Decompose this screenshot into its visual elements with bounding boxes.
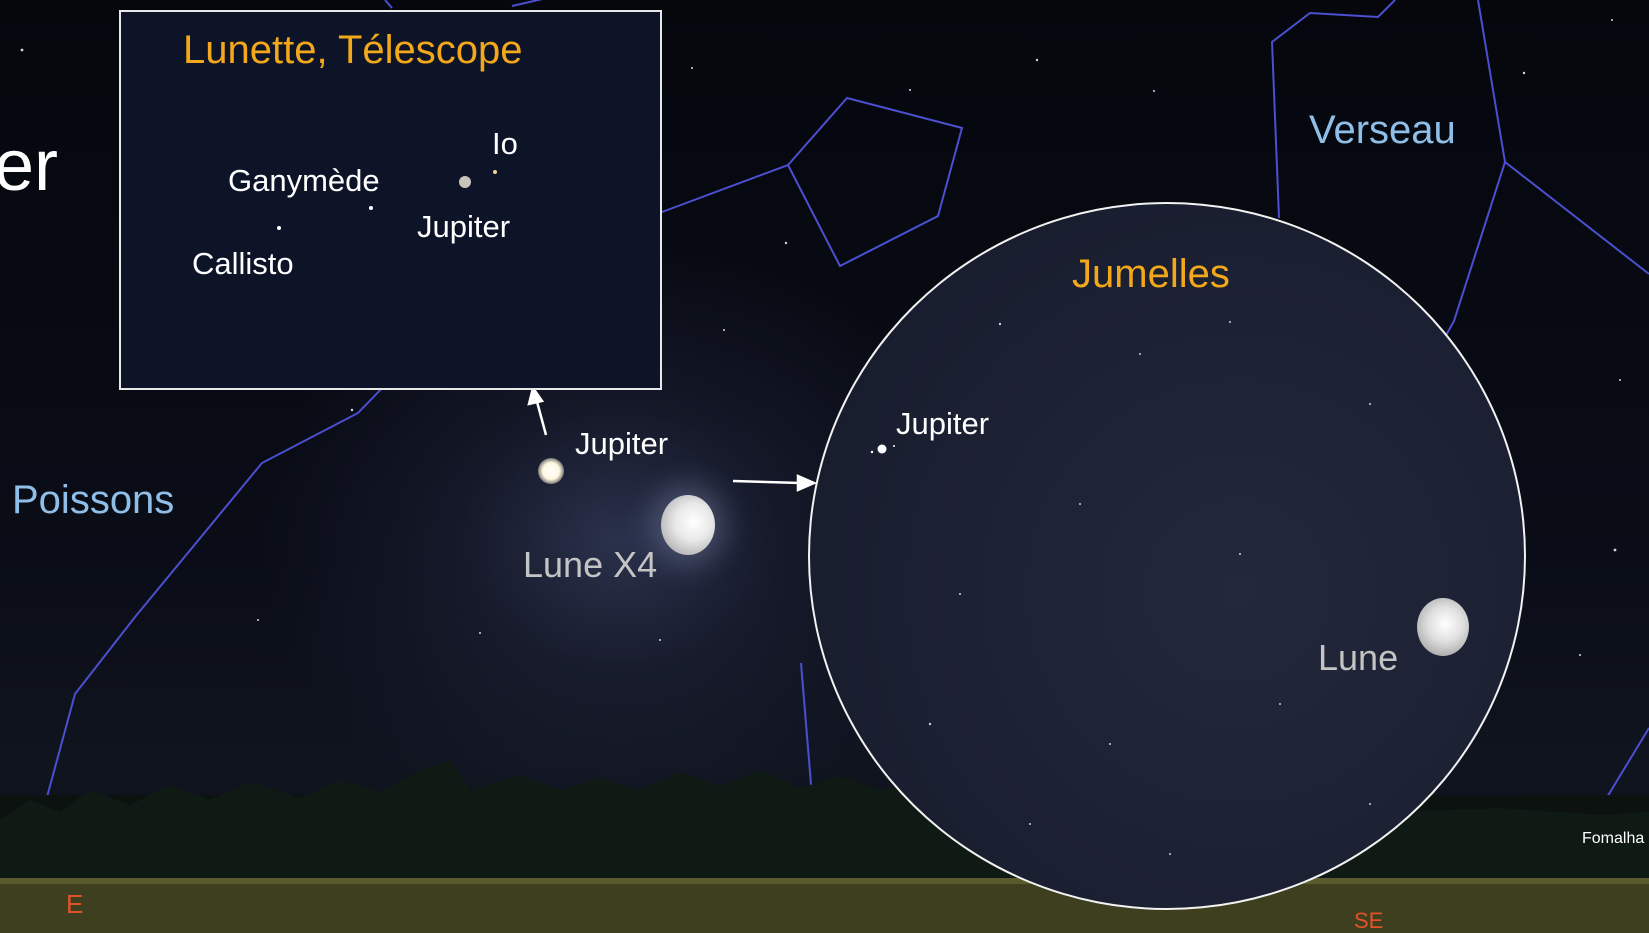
telescope-inset: Lunette, Télescope Io Ganymède Jupiter C…	[119, 10, 662, 390]
constellation-line-top	[511, 0, 543, 7]
main-label-jupiter: Jupiter	[575, 426, 669, 461]
binoculars-moon	[1417, 598, 1469, 656]
constellation-label-poissons: Poissons	[12, 478, 175, 522]
constellation-line-verseau	[1270, 0, 1396, 219]
cardinal-east: E	[66, 889, 84, 919]
slide-title-fragment: er	[0, 126, 59, 206]
constellation-label-verseau: Verseau	[1309, 108, 1456, 152]
inset-io-dot	[493, 170, 497, 174]
binoculars-label-moon: Lune	[1318, 637, 1399, 678]
inset-ganymede-dot	[369, 206, 373, 210]
inset-label-callisto: Callisto	[192, 246, 294, 281]
inset-callisto-dot	[277, 226, 281, 230]
star-label-fomalhaut: Fomalha	[1582, 830, 1645, 847]
moon-main	[661, 495, 715, 555]
inset-label-ganymede: Ganymède	[228, 163, 380, 198]
inset-label-io: Io	[492, 126, 518, 161]
constellation-line-poissons	[43, 379, 391, 809]
binoculars-view: Jumelles Jupiter Lune	[808, 202, 1526, 910]
arrow-to-binoculars-head	[796, 474, 818, 492]
inset-bodies	[277, 170, 497, 230]
inset-title: Lunette, Télescope	[183, 28, 523, 72]
inset-jupiter-disc	[459, 176, 471, 188]
jupiter-main	[538, 458, 564, 484]
binoculars-jupiter-disc	[877, 444, 887, 454]
binoculars-label-jupiter: Jupiter	[896, 406, 990, 441]
arrow-to-inset-head	[527, 385, 545, 406]
main-label-moon: Lune X4	[523, 544, 658, 585]
constellation-line-pentagon	[661, 96, 964, 268]
arrow-to-inset	[534, 397, 548, 436]
constellation-line-verseau-branch	[1504, 161, 1649, 275]
pointer-arrows	[527, 385, 818, 492]
arrow-to-binoculars	[732, 479, 801, 485]
binoculars-title: Jumelles	[1072, 252, 1230, 296]
constellation-line-top-left	[384, 0, 393, 9]
cardinal-south-east: SE	[1354, 908, 1384, 933]
inset-label-jupiter: Jupiter	[417, 209, 511, 244]
binoculars-stars	[870, 321, 1431, 855]
